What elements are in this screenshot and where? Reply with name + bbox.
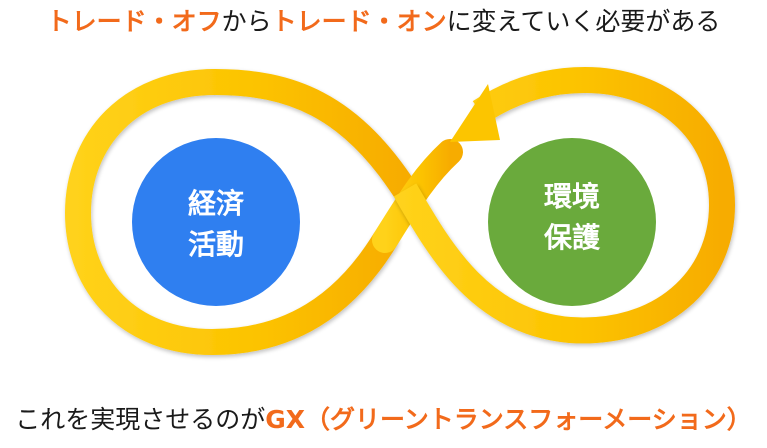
- headline-from: から: [221, 7, 272, 36]
- headline-tradeoff: トレード・オフ: [46, 7, 222, 36]
- economy-circle: [132, 138, 300, 306]
- environment-label-line1: 環境: [544, 180, 600, 213]
- headline-tradeon: トレード・オン: [271, 7, 447, 36]
- economy-label-line1: 経済: [188, 187, 245, 220]
- loop-right-lobe: [393, 66, 736, 344]
- loop-left-lobe: [64, 68, 418, 356]
- loop-arrowhead: [450, 84, 500, 142]
- economy-label-line2: 活動: [188, 228, 244, 261]
- footline-lead: これを実現させるのが: [15, 405, 266, 434]
- environment-circle: [488, 138, 656, 306]
- footline: これを実現させるのがGX（グリーントランスフォーメーション）: [0, 402, 767, 438]
- environment-label-line2: 保護: [544, 221, 601, 254]
- headline: トレード・オフからトレード・オンに変えていく必要がある: [0, 4, 767, 40]
- footline-gx: GX（グリーントランスフォーメーション）: [265, 405, 752, 434]
- headline-rest: に変えていく必要がある: [446, 7, 721, 36]
